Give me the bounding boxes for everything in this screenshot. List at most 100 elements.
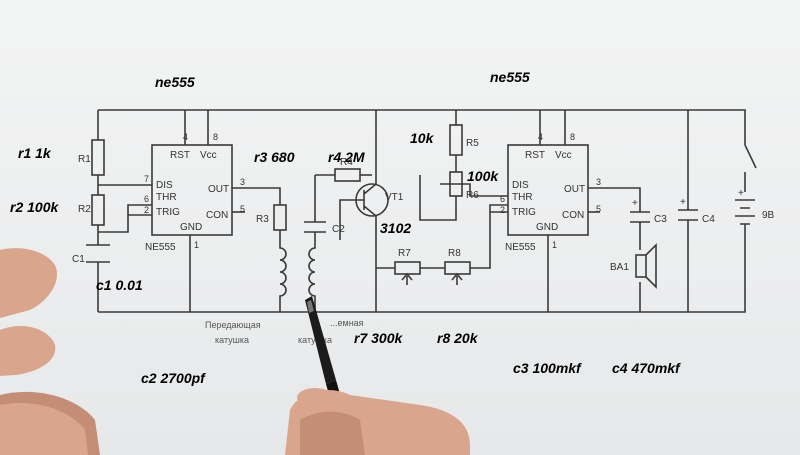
left-hand [0, 248, 100, 455]
r6-ref: R6 [466, 190, 479, 201]
c3-capacitor [630, 211, 650, 223]
ic1-annotation: ne555 [155, 74, 195, 90]
c4-plus: + [680, 197, 686, 208]
rx-coil-caption-1: ...емная [330, 318, 364, 328]
r3-ref: R3 [256, 214, 269, 225]
ic1-thr: THR [156, 192, 177, 203]
ic2-thr: THR [512, 192, 533, 203]
ic1-pin5: 5 [240, 204, 245, 214]
battery-plus: + [738, 188, 744, 199]
ic2-rst: RST [525, 150, 545, 161]
ic1-con: CON [206, 210, 228, 221]
ic1-out-wire [232, 187, 281, 205]
c2-capacitor [304, 221, 326, 233]
vt1-leads [339, 175, 377, 312]
r2-resistor [91, 194, 105, 226]
c2-annotation: c2 2700pf [141, 370, 206, 386]
c3-plus: + [632, 198, 638, 209]
ic2-con: CON [562, 210, 584, 221]
r7-r8-wire [376, 204, 508, 269]
c4-annotation: c4 470mkf [612, 360, 681, 376]
r8-ref: R8 [448, 248, 461, 259]
ic1-rst: RST [170, 150, 190, 161]
r6-annotation: 100k [467, 168, 499, 184]
ic1-power-pins [184, 110, 209, 145]
ic2-dis: DIS [512, 180, 529, 191]
ic2-name: NE555 [505, 242, 536, 253]
tx-coil-caption-2: катушка [215, 335, 249, 345]
ic2-gnd: GND [536, 222, 558, 233]
ic2-vcc: Vcc [555, 150, 572, 161]
ic2-pin1: 1 [552, 240, 557, 250]
tx-coil [279, 230, 287, 312]
r8-annotation: r8 20k [437, 330, 479, 346]
ic2-pin4: 4 [538, 132, 543, 142]
r2-annotation: r2 100k [10, 199, 59, 215]
ic2-pin2: 2 [500, 205, 505, 215]
r7-resistor [394, 261, 421, 275]
ic1-pin1: 1 [194, 240, 199, 250]
c1-annotation: c1 0.01 [96, 277, 143, 293]
c1-ref: C1 [72, 254, 85, 265]
ic1-trig: TRIG [156, 207, 180, 218]
ic1-pin2: 2 [144, 205, 149, 215]
r6-resistor [449, 171, 463, 197]
ic1-gnd: GND [180, 222, 202, 233]
r8-resistor [444, 261, 471, 275]
ic2-power-pins [539, 110, 566, 145]
thr-trig-wire [98, 204, 152, 233]
ic1-pin8: 8 [213, 132, 218, 142]
c2-wire [314, 174, 335, 240]
top-rail [98, 109, 746, 145]
c2-ref: C2 [332, 224, 345, 235]
r5-ref: R5 [466, 138, 479, 149]
ic2-pin8: 8 [570, 132, 575, 142]
battery-ref: 9В [762, 210, 775, 221]
vt1-annotation: 3102 [380, 220, 411, 236]
r1-annotation: r1 1k [18, 145, 52, 161]
ic1-pin6: 6 [144, 194, 149, 204]
ic1-pin3: 3 [240, 177, 245, 187]
ic1-pin7: 7 [144, 174, 149, 184]
c4-ref: C4 [702, 214, 715, 225]
r5-r6-wire [419, 110, 508, 221]
r1-resistor [91, 139, 105, 176]
right-hand [285, 388, 470, 455]
c3-annotation: c3 100mkf [513, 360, 582, 376]
vt1-ref: VT1 [385, 192, 404, 203]
r7-annotation: r7 300k [354, 330, 403, 346]
ic1-body [151, 144, 233, 236]
r4-ref: R4 [340, 157, 353, 168]
ic1-vcc: Vcc [200, 150, 217, 161]
ic2-pin5: 5 [596, 204, 601, 214]
ic1-pin4: 4 [183, 132, 188, 142]
r2-ref: R2 [78, 204, 91, 215]
battery-9v [735, 199, 755, 232]
tx-coil-caption-1: Передающая [205, 320, 261, 330]
ic2-out-wire [588, 187, 641, 312]
ic2-out: OUT [564, 184, 585, 195]
r5-resistor [449, 124, 463, 156]
ic1-out: OUT [208, 184, 229, 195]
ic2-pin3: 3 [596, 177, 601, 187]
rx-coil [308, 240, 316, 312]
ic1-name: NE555 [145, 242, 176, 253]
ic2-pin6: 6 [500, 194, 505, 204]
ba1-ref: BA1 [610, 262, 629, 273]
r5-annotation: 10k [410, 130, 435, 146]
c3-ref: C3 [654, 214, 667, 225]
r4-annotation: r4 2M [328, 149, 365, 165]
c1-capacitor [86, 244, 110, 263]
ic2-trig: TRIG [512, 207, 536, 218]
r1-ref: R1 [78, 154, 91, 165]
ic1-dis: DIS [156, 180, 173, 191]
r3-annotation: r3 680 [254, 149, 295, 165]
power-switch [744, 144, 757, 192]
ba1-speaker [635, 254, 647, 278]
ic2-annotation: ne555 [490, 69, 530, 85]
r4-resistor [334, 168, 361, 182]
r7-ref: R7 [398, 248, 411, 259]
c4-capacitor [678, 209, 698, 221]
